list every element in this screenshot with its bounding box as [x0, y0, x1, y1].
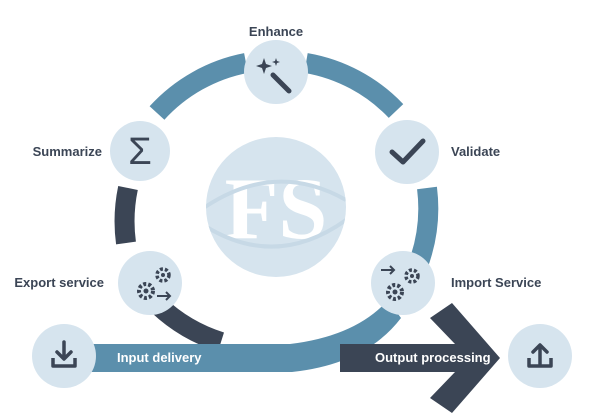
export-service-node[interactable] — [118, 251, 182, 315]
output-processing-arrow — [340, 303, 500, 413]
upload-icon — [527, 343, 553, 368]
import-gears-icon — [381, 265, 420, 301]
summarize-label: Summarize — [33, 144, 102, 159]
download-icon — [51, 340, 77, 368]
input-node[interactable] — [32, 324, 96, 388]
enhance-node[interactable] — [244, 40, 308, 104]
ring-segment-export-bottom — [151, 297, 225, 352]
magic-wand-icon — [256, 58, 292, 94]
input-delivery-label: Input delivery — [117, 350, 202, 365]
ring-segment-summarize-enhance — [149, 53, 249, 120]
checkmark-icon — [389, 138, 426, 165]
summarize-node[interactable]: Σ — [110, 121, 170, 181]
ring-segment-validate-import — [408, 186, 439, 269]
ring-segment-summarize-export — [114, 185, 138, 245]
export-gears-icon — [137, 267, 172, 301]
enhance-label: Enhance — [249, 24, 303, 39]
import-service-node[interactable] — [371, 251, 435, 315]
import-service-label: Import Service — [451, 275, 541, 290]
output-processing-label: Output processing — [375, 350, 491, 365]
validate-node[interactable] — [375, 120, 439, 184]
validate-label: Validate — [451, 144, 500, 159]
input-delivery-ribbon — [90, 300, 401, 372]
sigma-icon: Σ — [128, 131, 152, 173]
export-service-label: Export service — [14, 275, 104, 290]
center-logo: FS — [206, 137, 346, 277]
output-node[interactable] — [508, 324, 572, 388]
ring-segment-enhance-validate — [304, 53, 404, 119]
